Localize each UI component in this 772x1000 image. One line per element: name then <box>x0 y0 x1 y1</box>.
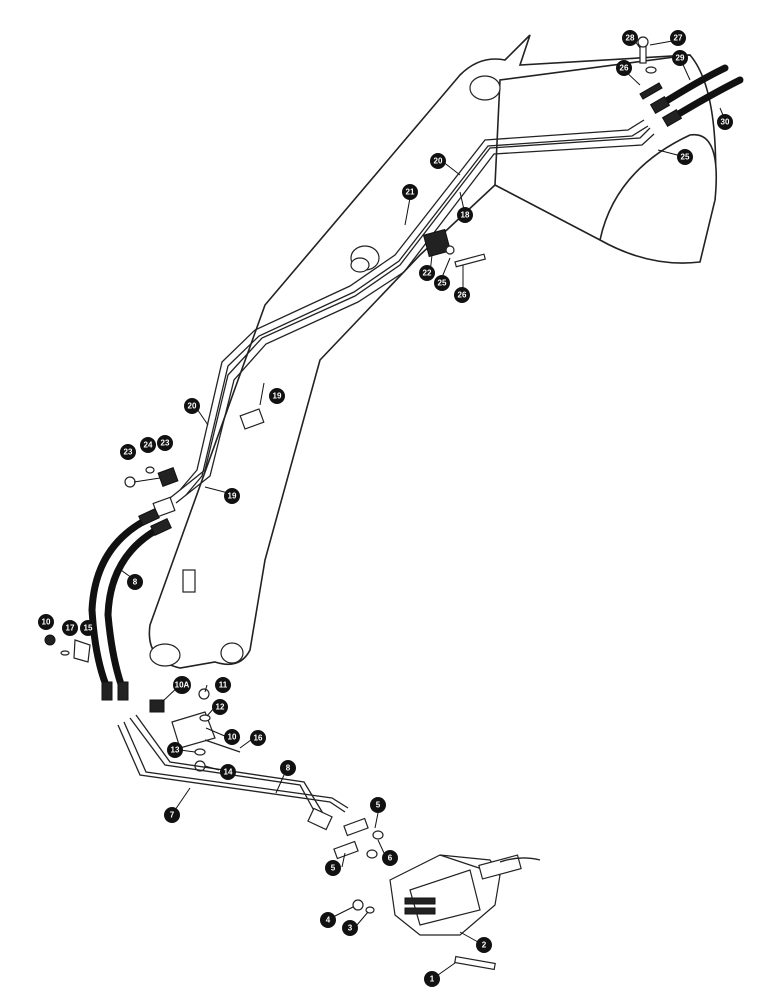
callout-label: 26 <box>458 291 467 300</box>
callout-label: 24 <box>144 441 153 450</box>
callout-16: 16 <box>250 730 266 746</box>
hydraulic-tubes <box>169 119 655 504</box>
clamp-assembly-lower <box>124 466 179 518</box>
callout-26-upper: 25 <box>677 149 693 165</box>
callout-7: 7 <box>164 807 180 823</box>
upper-hoses <box>637 36 744 128</box>
callout-label: 19 <box>228 492 237 501</box>
callout-label: 21 <box>406 188 415 197</box>
callout-21: 21 <box>402 184 418 200</box>
callout-13: 13 <box>167 742 183 758</box>
callout-label: 5 <box>376 801 381 810</box>
callout-9: 8 <box>127 574 143 590</box>
callout-label: 8 <box>133 578 138 587</box>
callout-28: 27 <box>670 30 686 46</box>
control-valve <box>352 854 541 971</box>
callout-label: 13 <box>171 746 180 755</box>
callout-25-lower: 24 <box>140 437 156 453</box>
clamp-assembly-upper <box>404 197 487 268</box>
lower-tubes <box>117 714 349 831</box>
lower-hoses <box>88 508 172 701</box>
callout-25-upper: 25 <box>434 275 450 291</box>
callout-label: 28 <box>626 34 635 43</box>
callout-label: 17 <box>66 624 75 633</box>
callout-label: 6 <box>388 854 393 863</box>
callout-30: 29 <box>672 50 688 66</box>
callout-label: 20 <box>188 402 197 411</box>
callout-6: 6 <box>382 850 398 866</box>
callout-18: 18 <box>457 207 473 223</box>
callout-19b: 19 <box>224 488 240 504</box>
callout-label: 12 <box>216 703 225 712</box>
callout-label: 18 <box>461 211 470 220</box>
callout-29: 28 <box>622 30 638 46</box>
callout-26-lower: 26 <box>454 287 470 303</box>
callout-27: 26 <box>616 60 632 76</box>
callout-20-upper: 20 <box>430 153 446 169</box>
callout-label: 10 <box>228 733 237 742</box>
callout-label: 19 <box>273 392 282 401</box>
callout-label: 1 <box>430 975 435 984</box>
callout-label: 25 <box>438 279 447 288</box>
callout-22: 22 <box>419 265 435 281</box>
callout-14: 14 <box>220 764 236 780</box>
callout-label: 26 <box>620 64 629 73</box>
callout-label: 3 <box>348 924 353 933</box>
callout-label: 10A <box>175 681 190 690</box>
hose-clip-parts <box>44 634 91 663</box>
callout-11: 11 <box>215 677 231 693</box>
callout-3: 3 <box>342 920 358 936</box>
callout-2: 2 <box>476 937 492 953</box>
fittings <box>333 817 384 860</box>
callout-24: 23 <box>120 444 136 460</box>
callout-label: 11 <box>219 681 228 690</box>
callout-23: 23 <box>157 435 173 451</box>
callout-5-lower: 5 <box>325 860 341 876</box>
callout-label: 2 <box>482 941 487 950</box>
callout-label: 25 <box>681 153 690 162</box>
callout-31: 30 <box>717 114 733 130</box>
callout-10-bracket: 10 <box>224 729 240 745</box>
callout-label: 23 <box>124 448 133 457</box>
callout-17: 17 <box>62 620 78 636</box>
callout-5-upper: 5 <box>370 797 386 813</box>
callout-1: 1 <box>424 971 440 987</box>
callout-label: 7 <box>170 811 175 820</box>
callout-label: 14 <box>224 768 233 777</box>
callout-label: 23 <box>161 439 170 448</box>
callout-label: 4 <box>326 916 331 925</box>
callout-label: 29 <box>676 54 685 63</box>
callout-label: 16 <box>254 734 263 743</box>
callout-label: 15 <box>84 624 93 633</box>
callout-12: 12 <box>212 699 228 715</box>
boom-arm <box>148 34 718 669</box>
callout-label: 10 <box>42 618 51 627</box>
callout-10A: 10A <box>173 676 191 694</box>
callout-19: 19 <box>269 388 285 404</box>
callout-label: 22 <box>423 269 432 278</box>
callout-4: 4 <box>320 912 336 928</box>
callout-10-clip: 10 <box>38 614 54 630</box>
callout-8: 8 <box>280 760 296 776</box>
callout-label: 5 <box>331 864 336 873</box>
callout-20-lower: 20 <box>184 398 200 414</box>
callout-label: 20 <box>434 157 443 166</box>
callout-label: 8 <box>286 764 291 773</box>
bracket-assembly <box>149 688 241 772</box>
callout-15: 15 <box>80 620 96 636</box>
callout-label: 27 <box>674 34 683 43</box>
callout-label: 30 <box>721 118 730 127</box>
